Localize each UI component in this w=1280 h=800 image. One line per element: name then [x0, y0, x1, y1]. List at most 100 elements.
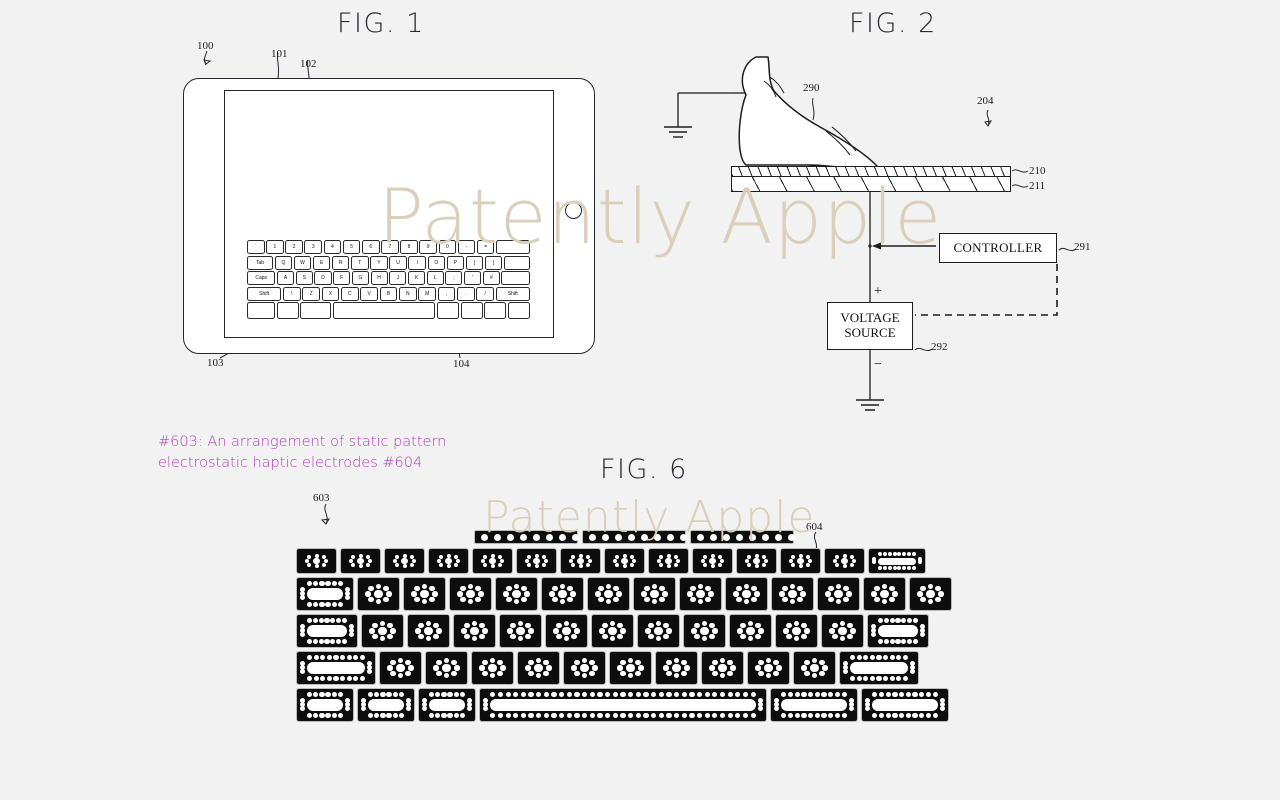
fig6-electrode-key[interactable]	[604, 548, 645, 574]
fig6-electrode-key[interactable]	[361, 614, 404, 648]
fig1-key-blank[interactable]	[496, 240, 530, 254]
fig1-key-blank[interactable]	[247, 302, 275, 320]
fig1-key-blank[interactable]	[460, 302, 483, 320]
fig6-electrode-key[interactable]	[679, 577, 722, 611]
fig6-electrode-key[interactable]	[403, 577, 446, 611]
home-button-icon[interactable]	[565, 202, 582, 219]
fig1-key-d[interactable]: D	[314, 271, 332, 286]
fig6-electrode-key[interactable]	[296, 614, 358, 648]
fig1-key-4[interactable]: 4	[323, 240, 342, 254]
fig1-key-j[interactable]: J	[389, 271, 407, 286]
fig1-key-n[interactable]: N	[398, 286, 417, 301]
fig1-key-m[interactable]: M	[418, 286, 437, 301]
fig6-electrode-key[interactable]	[824, 548, 865, 574]
fig1-key-shift[interactable]: Shift	[247, 286, 282, 301]
fig6-electrode-key[interactable]	[384, 548, 425, 574]
fig6-electrode-key[interactable]	[793, 651, 836, 685]
fig6-electrode-key[interactable]	[560, 548, 601, 574]
fig6-electrode-key[interactable]	[725, 577, 768, 611]
fig6-electrode-key[interactable]	[633, 577, 676, 611]
fig1-key-x[interactable]: X	[321, 286, 340, 301]
fig1-key-blank[interactable]	[503, 255, 530, 270]
fig6-electrode-key[interactable]	[701, 651, 744, 685]
fig1-key-7[interactable]: 7	[381, 240, 399, 254]
fig6-electrode-key[interactable]	[541, 577, 584, 611]
fig1-key-1[interactable]: 1	[266, 240, 284, 254]
fig1-key-c[interactable]: C	[340, 286, 359, 301]
fig1-key-6[interactable]: 6	[361, 240, 380, 254]
fig1-key-y[interactable]: Y	[370, 255, 388, 270]
fig6-electrode-key[interactable]	[817, 577, 860, 611]
fig6-electrode-key[interactable]	[839, 651, 919, 685]
fig1-key-[interactable]: =	[476, 240, 495, 254]
fig6-electrode-key[interactable]	[775, 614, 818, 648]
fig1-key-[interactable]: ,	[437, 286, 456, 301]
fig1-key-e[interactable]: E	[312, 255, 331, 270]
fig1-key-blank[interactable]	[333, 302, 436, 320]
fig1-key-g[interactable]: G	[351, 271, 369, 286]
fig6-electrode-key[interactable]	[909, 577, 952, 611]
fig1-key-[interactable]: #	[482, 271, 500, 286]
fig1-key-p[interactable]: P	[446, 255, 465, 270]
fig1-key-l[interactable]: L	[426, 271, 444, 286]
fig1-key-[interactable]: ;	[445, 271, 463, 286]
fig6-electrode-keyboard[interactable]	[296, 530, 952, 725]
fig1-key-a[interactable]: A	[277, 271, 295, 286]
fig6-electrode-key[interactable]	[683, 614, 726, 648]
fig1-key-[interactable]: [	[465, 255, 484, 270]
fig1-key-blank[interactable]	[484, 302, 507, 320]
fig6-electrode-key[interactable]	[296, 548, 337, 574]
fig6-electrode-key[interactable]	[449, 577, 492, 611]
fig1-key-blank[interactable]	[300, 302, 332, 320]
fig1-key-caps[interactable]: Caps	[247, 271, 276, 286]
fig6-electrode-key[interactable]	[587, 577, 630, 611]
fig6-electrode-key[interactable]	[648, 548, 689, 574]
fig6-electrode-key[interactable]	[472, 548, 513, 574]
fig1-key-0[interactable]: 0	[438, 240, 457, 254]
fig1-key-u[interactable]: U	[389, 255, 407, 270]
fig6-electrode-key[interactable]	[357, 688, 415, 722]
fig1-key-[interactable]: ]	[484, 255, 503, 270]
fig1-key-[interactable]: /	[476, 286, 495, 301]
fig6-electrode-key[interactable]	[516, 548, 557, 574]
fig6-electrode-key[interactable]	[379, 651, 422, 685]
fig1-key-[interactable]: \	[282, 286, 301, 301]
fig1-key-o[interactable]: O	[427, 255, 446, 270]
fig1-key-h[interactable]: H	[370, 271, 388, 286]
fig1-key-blank[interactable]	[507, 302, 530, 320]
fig1-key-5[interactable]: 5	[342, 240, 361, 254]
fig6-electrode-key[interactable]	[453, 614, 496, 648]
fig1-key-blank[interactable]	[436, 302, 460, 320]
fig6-electrode-key[interactable]	[747, 651, 790, 685]
fig6-electrode-key[interactable]	[499, 614, 542, 648]
fig1-key-blank[interactable]	[276, 302, 299, 320]
fig1-key-[interactable]: .	[456, 286, 475, 301]
fig1-key-q[interactable]: Q	[274, 255, 293, 270]
fig6-electrode-key[interactable]	[357, 577, 400, 611]
fig6-electrode-key[interactable]	[591, 614, 634, 648]
fig1-key-8[interactable]: 8	[400, 240, 418, 254]
fig6-electrode-key[interactable]	[418, 688, 476, 722]
fig6-electrode-key[interactable]	[407, 614, 450, 648]
fig1-key-[interactable]: `	[247, 240, 265, 254]
fig6-electrode-key[interactable]	[425, 651, 468, 685]
fig6-electrode-key[interactable]	[821, 614, 864, 648]
fig1-key-v[interactable]: V	[360, 286, 379, 301]
fig6-electrode-key[interactable]	[340, 548, 381, 574]
fig1-key-b[interactable]: B	[379, 286, 398, 301]
fig6-electrode-key[interactable]	[563, 651, 606, 685]
fig6-electrode-key[interactable]	[729, 614, 772, 648]
fig6-electrode-key[interactable]	[296, 688, 354, 722]
fig1-key-t[interactable]: T	[351, 255, 369, 270]
fig6-electrode-key[interactable]	[861, 688, 949, 722]
fig1-key-9[interactable]: 9	[419, 240, 437, 254]
fig1-key-tab[interactable]: Tab	[247, 255, 274, 270]
fig1-key-f[interactable]: F	[333, 271, 351, 286]
fig6-electrode-key[interactable]	[517, 651, 560, 685]
fig6-electrode-key[interactable]	[771, 577, 814, 611]
fig1-key-i[interactable]: I	[408, 255, 426, 270]
fig1-key-2[interactable]: 2	[285, 240, 303, 254]
fig1-key-z[interactable]: Z	[302, 286, 320, 301]
fig6-electrode-key[interactable]	[296, 577, 354, 611]
